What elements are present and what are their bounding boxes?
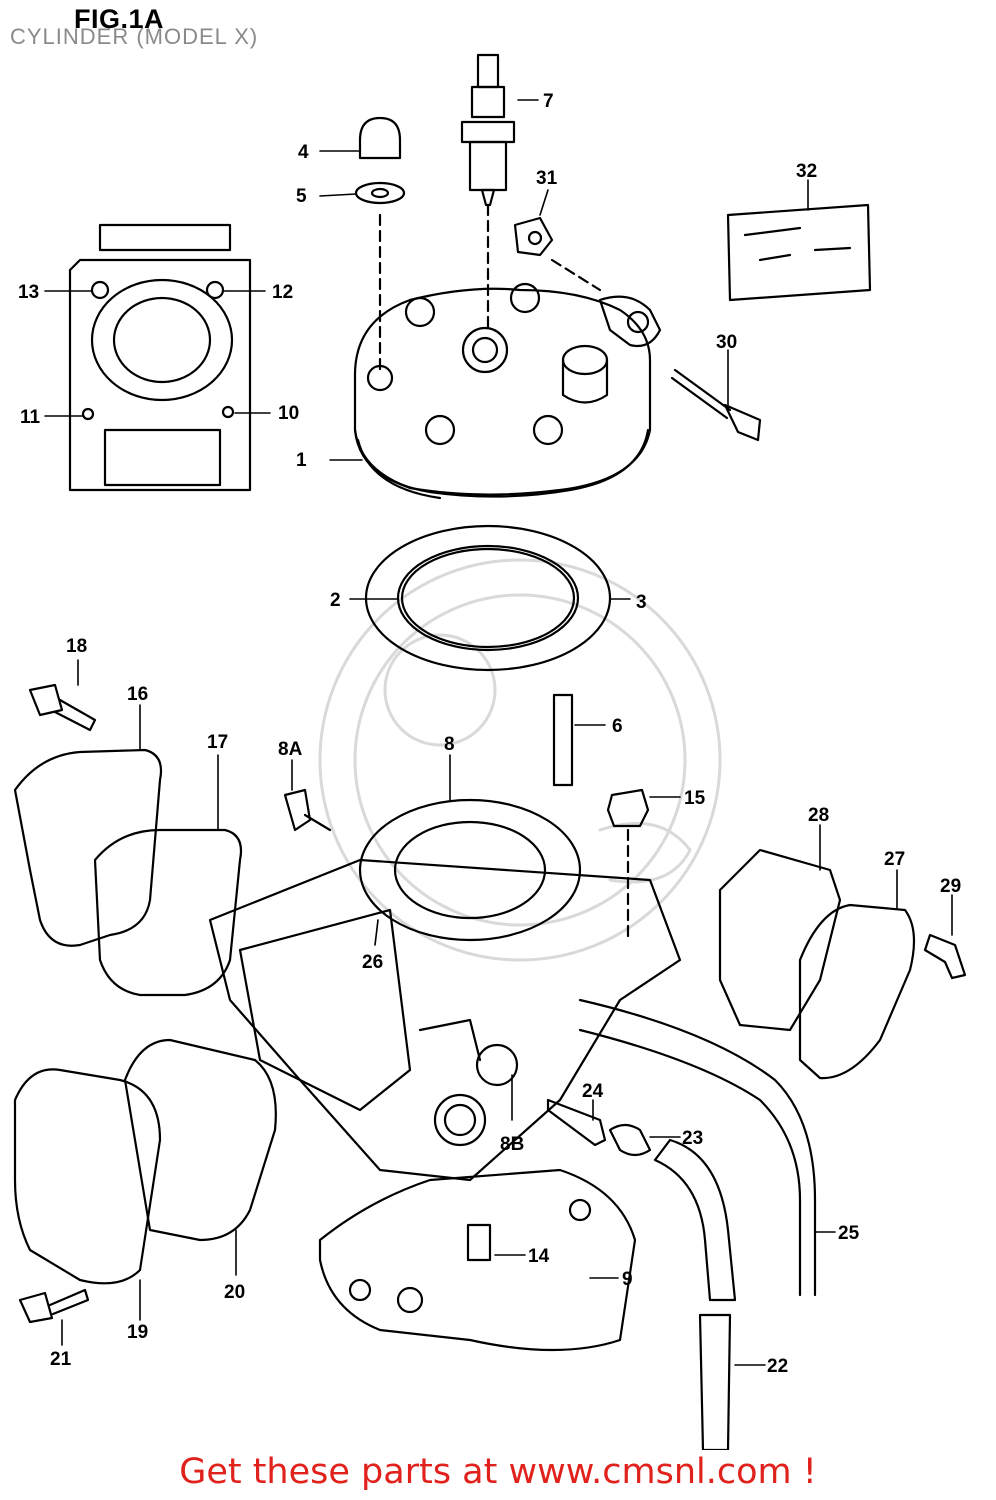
callout-21: 21 (50, 1349, 72, 1370)
base-gasket (318, 1168, 637, 1352)
callout-30: 30 (716, 332, 737, 353)
callout-22: 22 (767, 1356, 788, 1377)
callout-27: 27 (884, 849, 905, 870)
cover-28 (718, 848, 842, 1032)
callout-12: 12 (272, 282, 293, 303)
callout-17: 17 (207, 732, 228, 753)
hose-22 (698, 1313, 732, 1450)
gasket-17 (93, 828, 243, 997)
callout-10: 10 (278, 403, 299, 424)
gasket-20 (123, 1038, 277, 1242)
callout-19: 19 (127, 1322, 148, 1343)
hose-23 (653, 1138, 737, 1302)
leader-lines (44, 99, 953, 1366)
watermark-logo (318, 558, 722, 962)
cylinder-block (208, 798, 682, 1182)
callout-26: 26 (362, 952, 383, 973)
callout-labels: 1 2 3 4 5 6 7 8 8A 8B 9 10 11 12 13 14 1… (18, 91, 961, 1377)
cylinder-exploded-diagram: 1 2 3 4 5 6 7 8 8A 8B 9 10 11 12 13 14 1… (13, 53, 967, 1450)
bolt-21 (18, 1288, 90, 1324)
cylinder-head (353, 282, 662, 500)
callout-11: 11 (20, 407, 41, 428)
callout-5: 5 (296, 186, 307, 207)
callout-8A: 8A (278, 739, 303, 760)
callout-3: 3 (636, 592, 647, 613)
callout-6: 6 (612, 716, 623, 737)
callout-32: 32 (796, 161, 817, 182)
nut-15 (606, 788, 650, 942)
figure-title: FIG.1A (74, 4, 165, 34)
cover-19 (13, 1068, 162, 1285)
head-bolt (670, 368, 762, 442)
callout-31: 31 (536, 168, 558, 189)
callout-23: 23 (682, 1128, 703, 1149)
callout-2: 2 (330, 590, 341, 611)
callout-9: 9 (622, 1269, 633, 1290)
nut-31 (513, 216, 602, 292)
callout-13: 13 (18, 282, 39, 303)
callout-8B: 8B (500, 1134, 524, 1155)
figure-subtitle: CYLINDER (MODEL X) (10, 24, 259, 49)
callout-28: 28 (808, 805, 829, 826)
callout-29: 29 (940, 876, 961, 897)
hose-25 (578, 998, 817, 1297)
callout-24: 24 (582, 1081, 604, 1102)
clamp-23 (608, 1123, 652, 1157)
callout-14: 14 (528, 1246, 550, 1267)
callout-7: 7 (543, 91, 554, 112)
label-plate (726, 203, 872, 302)
fitting-8A (283, 788, 332, 832)
cylinder-side-view (68, 223, 252, 492)
dowel-14 (466, 1223, 492, 1262)
stud-6 (552, 693, 574, 787)
head-o-rings (364, 524, 612, 672)
fitting-24 (546, 1098, 607, 1147)
spark-plug (460, 53, 516, 332)
cap-nut (354, 116, 406, 372)
callout-25: 25 (838, 1223, 860, 1244)
callout-4: 4 (298, 142, 309, 163)
callout-16: 16 (127, 684, 148, 705)
bolt-29 (923, 933, 967, 980)
callout-18: 18 (66, 636, 87, 657)
callout-20: 20 (224, 1282, 245, 1303)
callout-15: 15 (684, 788, 706, 809)
callout-1: 1 (296, 450, 307, 471)
cover-16 (13, 748, 163, 947)
callout-8: 8 (444, 734, 455, 755)
bolt-18 (28, 683, 97, 732)
cover-27 (798, 903, 916, 1080)
cmsnl-parts-link[interactable]: Get these parts at www.cmsnl.com ! (179, 1452, 817, 1492)
